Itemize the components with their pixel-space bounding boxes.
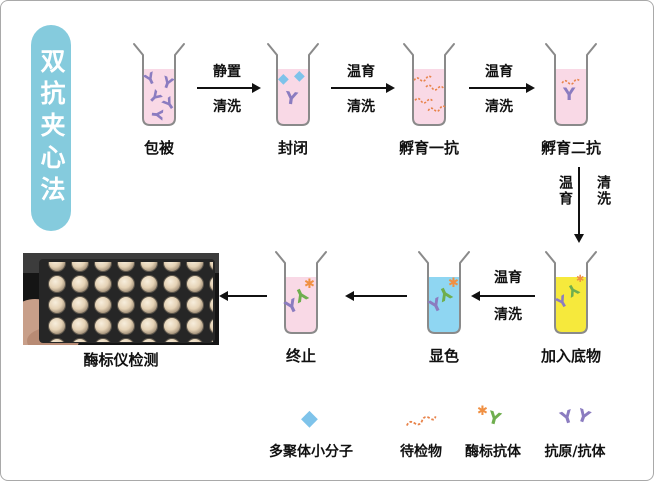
beaker-coating [129,41,189,131]
antibody-icon [563,87,575,104]
enzyme-marker-icon [304,278,315,291]
step-label-substrate: 加入底物 [540,347,601,365]
analyte-glyph [406,415,437,426]
arrow-coat-to-block [197,83,261,93]
blue-diamond-icon [289,403,333,437]
step-label-develop: 显色 [428,347,459,365]
purple-antibody-icon [553,403,597,437]
arrow-label-wash-down: 清洗 [595,175,611,207]
enzyme-antibody-glyph [486,410,502,430]
beaker-glass [267,43,319,126]
beaker-primary-antibody [399,41,459,131]
microplate-image [23,253,219,345]
antibody-glyph [574,407,591,427]
enzyme-marker-icon [448,277,459,290]
arrow-label-settle: 静置 [213,64,241,80]
arrow-substrate-to-develop [471,291,535,301]
beaker-substrate [541,249,601,339]
step-label-detect: 酶标仪检测 [83,351,159,369]
legend-item-polymer: 多聚体小分子 [251,403,371,461]
arrow-label-wash-3: 清洗 [485,99,513,115]
enzyme-marker-icon [576,275,584,285]
arrow-label-incubate-3: 温育 [485,64,513,80]
legend-label-antigen-antibody: 抗原/抗体 [544,444,606,460]
legend-label-analyte: 待检物 [400,444,442,460]
antibody-glyph [559,409,576,429]
step-label-blocking: 封闭 [277,139,308,157]
arrow-develop-to-stop [345,291,407,301]
method-title: 双抗夹心法 [37,48,66,208]
step-label-stop: 终止 [285,347,316,365]
arrow-label-incubate-5: 温育 [494,270,522,286]
antibody-icon [284,90,299,109]
orange-squiggle-icon [399,403,443,437]
antibody-icon [148,108,164,120]
enzyme-labeled-antibody-icon [471,403,515,437]
beaker-color-development [414,249,474,339]
step-label-secondary: 孵育二抗 [540,139,601,157]
arrow-label-wash-2: 清洗 [347,99,375,115]
step-label-primary: 孵育一抗 [398,139,459,157]
blue-diamond-icon [294,69,305,83]
arrow-label-wash-1: 清洗 [213,99,241,115]
legend-label-polymer: 多聚体小分子 [269,444,353,460]
arrow-stop-to-reader [219,291,267,301]
microplate-photo [23,253,219,345]
blue-diamond-glyph [301,408,318,430]
arrow-block-to-primary [331,83,395,93]
arrow-label-incubate-2: 温育 [347,64,375,80]
arrow-label-incubate-down: 温育 [557,175,573,207]
blue-diamond-icon [278,72,289,86]
arrow-secondary-to-substrate [574,167,584,243]
beaker-glass [403,43,455,126]
step-label-coating: 包被 [143,139,174,157]
legend-item-analyte: 待检物 [371,403,471,461]
beaker-blocking [263,41,323,131]
arrow-label-wash-5: 清洗 [494,307,522,323]
method-title-badge: 双抗夹心法 [31,25,71,231]
beaker-secondary-antibody [541,41,601,131]
legend-label-enzyme-antibody: 酶标抗体 [465,444,521,460]
legend-item-antigen-antibody: 抗原/抗体 [523,403,627,461]
enzyme-marker-glyph [477,405,488,418]
legend-item-enzyme-antibody: 酶标抗体 [441,403,545,461]
beaker-stop [271,249,331,339]
arrow-primary-to-secondary [469,83,535,93]
